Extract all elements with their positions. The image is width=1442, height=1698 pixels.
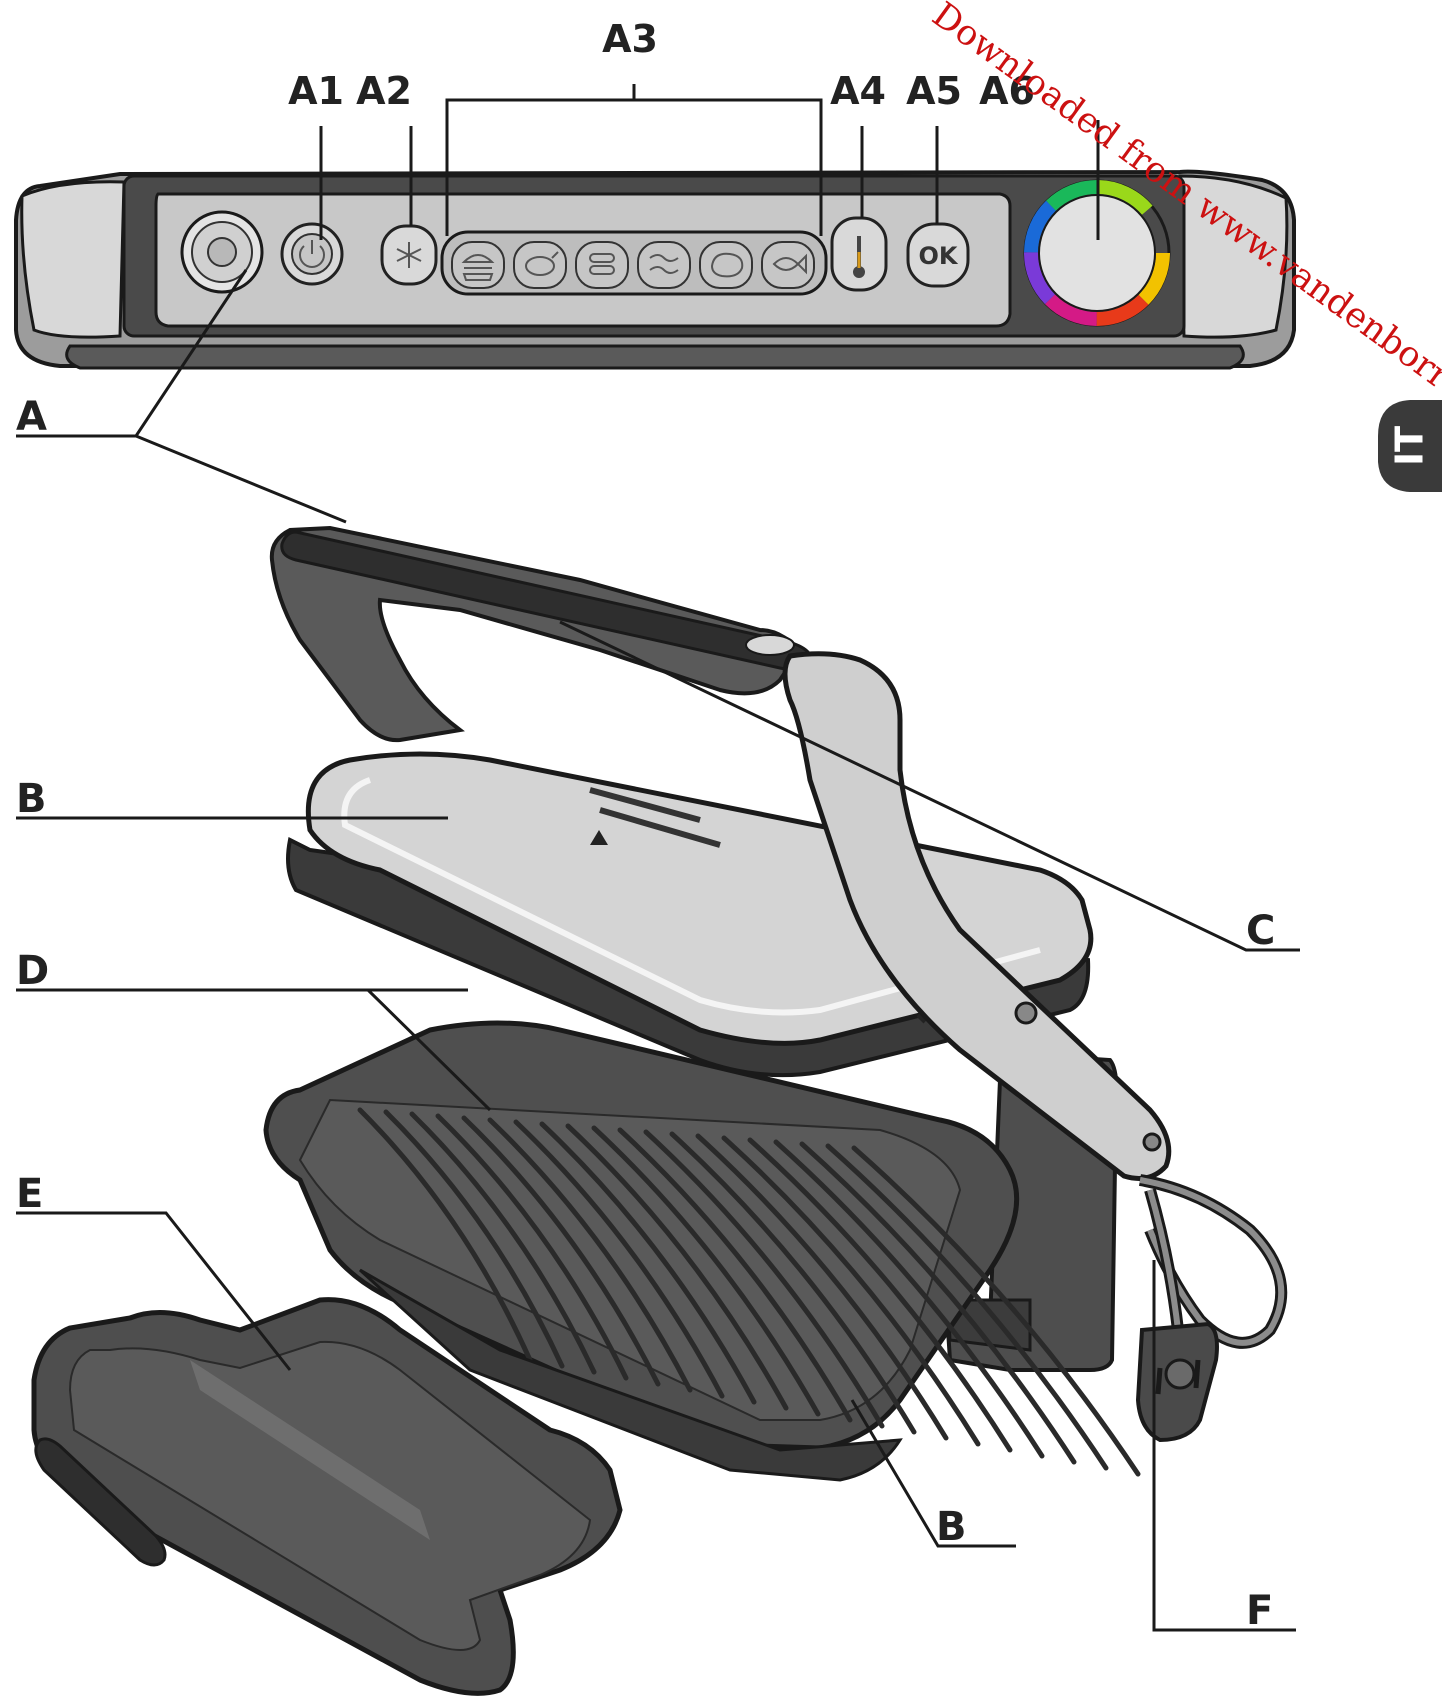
grill-ridge: [383, 1109, 565, 1369]
drip-tray-slot: [34, 1437, 167, 1567]
grill-ridge: [851, 1145, 1141, 1477]
brand-mark: [589, 787, 721, 848]
grill-ridge: [513, 1119, 725, 1399]
grill-ridge: [461, 1115, 661, 1387]
grill-ridge: [617, 1127, 853, 1423]
power-plug-icon: [1135, 1321, 1219, 1443]
svg-text:IT: IT: [1388, 426, 1432, 466]
fish-icon: [772, 253, 807, 275]
grill-ridges: [357, 1107, 1141, 1477]
control-panel: OK: [14, 169, 1296, 370]
snowflake-icon: [396, 242, 422, 268]
grill-ridge: [643, 1129, 885, 1429]
label-a: A: [16, 394, 47, 440]
thermometer-icon: [853, 236, 865, 278]
program-steak-button[interactable]: [699, 241, 753, 289]
lower-grill-plate: [263, 1020, 1141, 1482]
label-c: C: [1246, 908, 1275, 954]
grill-ridge: [409, 1111, 597, 1375]
automatic-sensor-badge: [180, 210, 264, 294]
poultry-icon: [525, 251, 559, 276]
label-a4: A4: [830, 69, 886, 113]
label-a5: A5: [906, 69, 962, 113]
bacon-icon: [649, 254, 679, 274]
arm-pivot-lower: [1142, 1132, 1162, 1152]
grill-ridge: [695, 1133, 949, 1441]
program-bacon-button[interactable]: [637, 241, 691, 289]
grill-ridge: [539, 1121, 757, 1405]
sausage-icon: [589, 253, 615, 275]
label-b-bottom: B: [936, 1504, 967, 1550]
program-burger-button[interactable]: [451, 241, 505, 289]
grill-ridge: [435, 1113, 629, 1381]
grill-ridge: [669, 1131, 917, 1435]
grill-ridge: [799, 1141, 1077, 1465]
ok-button[interactable]: OK: [906, 222, 970, 288]
label-b-top: B: [16, 776, 47, 822]
lid-warning-triangle: [590, 830, 608, 845]
grill-ridge: [825, 1143, 1109, 1471]
language-tab: IT: [1378, 400, 1442, 492]
label-a2: A2: [356, 69, 412, 113]
program-fish-button[interactable]: [761, 241, 815, 289]
label-a6: A6: [979, 69, 1035, 113]
drip-tray: [31, 1297, 623, 1696]
label-a3: A3: [602, 17, 658, 61]
program-poultry-button[interactable]: [513, 241, 567, 289]
power-cord: [1135, 1174, 1288, 1443]
label-a1: A1: [288, 69, 344, 113]
grill-ridge: [487, 1117, 693, 1393]
power-icon: [299, 245, 325, 268]
callout-lines: [16, 84, 1300, 1632]
steak-icon: [710, 252, 744, 278]
part-labels: A3 A1 A2 A4 A5 A6 A B C D E B F: [16, 17, 1275, 1634]
cooking-programs-group: [440, 230, 828, 296]
handle-top-rail: [280, 530, 814, 672]
program-sausage-button[interactable]: [575, 241, 629, 289]
grill-ridge: [747, 1137, 1013, 1453]
ok-icon: OK: [919, 242, 959, 270]
label-f: F: [1246, 1588, 1273, 1634]
grill-appliance: [263, 525, 1288, 1482]
grill-ridge: [357, 1107, 533, 1363]
lid-handle: [269, 525, 1172, 1181]
grill-ridge: [773, 1139, 1045, 1459]
burger-icon: [461, 254, 495, 281]
power-button[interactable]: [280, 222, 344, 286]
label-d: D: [16, 948, 49, 994]
arm-pivot-upper: [1014, 1001, 1038, 1025]
frozen-button[interactable]: [380, 224, 438, 286]
grill-ridge: [591, 1125, 821, 1417]
label-e: E: [16, 1171, 43, 1217]
grill-ridge: [565, 1123, 789, 1411]
handle-display-window: [745, 634, 795, 656]
manual-mode-button[interactable]: [830, 216, 888, 292]
grill-ridge: [721, 1135, 981, 1447]
